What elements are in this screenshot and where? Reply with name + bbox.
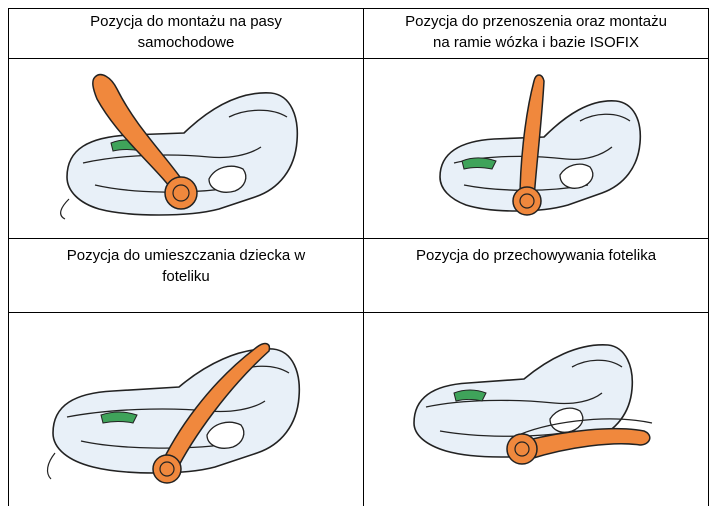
caption-line: samochodowe (9, 32, 363, 53)
caption-line: Pozycja do przechowywania fotelika (364, 245, 708, 266)
caption-cell-3: Pozycja do umieszczania dziecka w foteli… (9, 245, 363, 287)
image-cell-4 (364, 313, 708, 506)
caption-cell-1: Pozycja do montażu na pasy samochodowe (9, 11, 363, 53)
caption-line: foteliku (9, 266, 363, 287)
table-row-divider-2 (8, 238, 709, 239)
car-seat-child-placement-illustration (9, 313, 363, 506)
caption-cell-2: Pozycja do przenoszenia oraz montażu na … (364, 11, 708, 53)
caption-line: Pozycja do montażu na pasy (9, 11, 363, 32)
image-cell-2 (364, 59, 708, 238)
caption-line: Pozycja do umieszczania dziecka w (9, 245, 363, 266)
car-seat-carry-position-illustration (364, 59, 708, 238)
car-seat-storage-position-illustration (364, 313, 708, 506)
table-border-top (8, 8, 709, 9)
image-cell-3 (9, 313, 363, 506)
positions-table: Pozycja do montażu na pasy samochodowe P… (8, 8, 709, 506)
car-seat-belt-position-illustration (9, 59, 363, 238)
image-cell-1 (9, 59, 363, 238)
caption-cell-4: Pozycja do przechowywania fotelika (364, 245, 708, 266)
caption-line: Pozycja do przenoszenia oraz montażu (364, 11, 708, 32)
caption-line: na ramie wózka i bazie ISOFIX (364, 32, 708, 53)
table-border-right (708, 8, 709, 506)
